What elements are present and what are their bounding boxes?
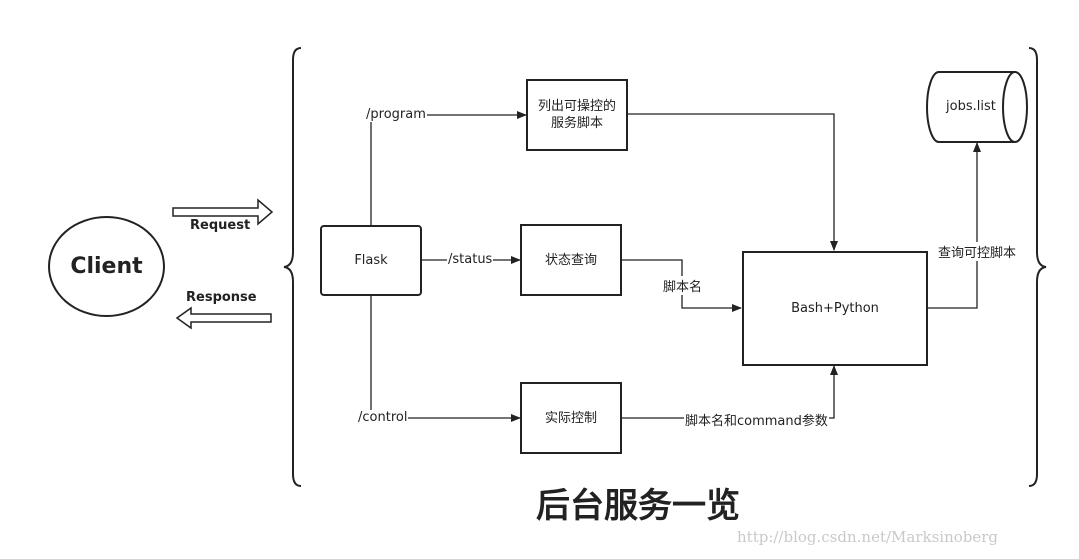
response-label: Response — [186, 290, 257, 305]
edge-label-control: /control — [357, 410, 409, 425]
edge-program — [370, 111, 527, 225]
edge-label-query-controllable: 查询可控脚本 — [937, 242, 1018, 261]
edge-label-script-name: 脚本名 — [662, 276, 704, 295]
left-brace — [283, 47, 302, 487]
request-arrow — [172, 198, 274, 226]
right-brace — [1028, 47, 1047, 487]
edge-label-script-name-command: 脚本名和command参数 — [684, 410, 829, 429]
list-services-node: 列出可操控的 服务脚本 — [526, 79, 628, 151]
jobs-list-cylinder — [926, 71, 1028, 143]
bash-python-node: Bash+Python — [742, 251, 928, 366]
edge-control — [370, 295, 521, 422]
diagram-title: 后台服务一览 — [536, 486, 740, 526]
bash-python-label: Bash+Python — [791, 301, 879, 316]
flask-label: Flask — [354, 253, 388, 268]
list-services-line2: 服务脚本 — [550, 116, 603, 131]
jobs-list-label: jobs.list — [946, 99, 996, 114]
edge-bash-to-jobs — [927, 142, 981, 309]
status-query-label: 状态查询 — [544, 252, 597, 268]
actual-control-node: 实际控制 — [520, 382, 622, 454]
client-node: Client — [48, 216, 165, 317]
flask-node: Flask — [320, 225, 422, 296]
list-services-line1: 列出可操控的 — [537, 99, 616, 114]
watermark-text: http://blog.csdn.net/Marksinoberg — [737, 528, 999, 546]
status-query-node: 状态查询 — [520, 224, 622, 296]
edge-label-status: /status — [447, 252, 494, 267]
edge-list-to-bash — [627, 113, 838, 251]
edge-label-program: /program — [365, 107, 427, 122]
request-label: Request — [190, 218, 251, 233]
actual-control-label: 实际控制 — [544, 410, 597, 426]
response-arrow — [175, 306, 272, 330]
